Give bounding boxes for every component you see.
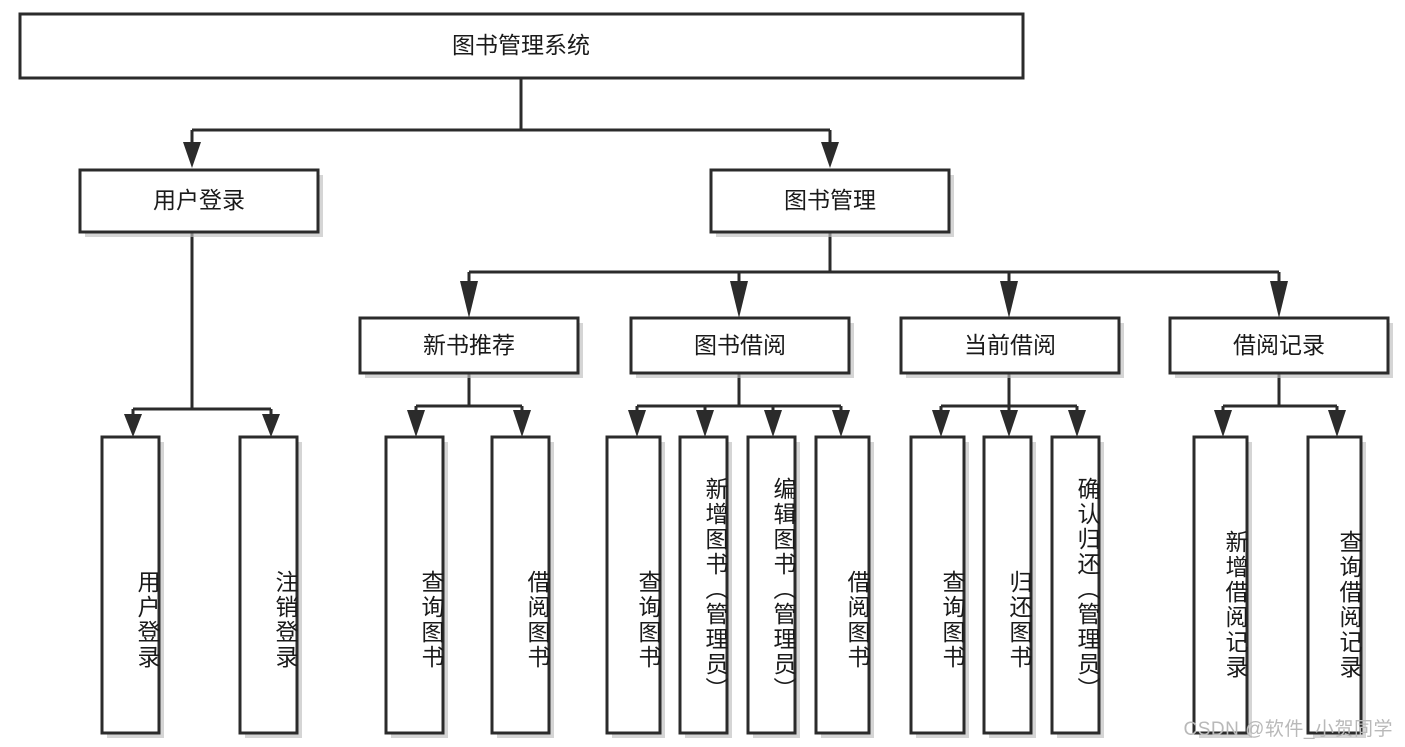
arrow-head-leaf-borrow-record-0 — [1214, 410, 1232, 437]
leaf-node-user-login-0[interactable] — [100, 435, 164, 738]
leaf-book-borrow-1-box — [678, 435, 729, 735]
connectors-current-borrow-to-leaves — [932, 373, 1086, 437]
leaf-node-current-borrow-1[interactable] — [982, 435, 1036, 738]
leaf-node-borrow-record-0[interactable] — [1192, 435, 1252, 738]
current-borrow-label: 当前借阅 — [964, 332, 1056, 358]
leaf-user-login-0-box — [100, 435, 161, 735]
user-login-label: 用户登录 — [153, 187, 245, 213]
leaf-node-current-borrow-2[interactable] — [1050, 435, 1104, 738]
arrow-head-leaf-new-book-0 — [407, 410, 425, 437]
connectors-book-manage-to-level3 — [460, 232, 1288, 318]
arrow-head-leaf-book-borrow-2 — [764, 410, 782, 437]
node-book-borrow[interactable]: 图书借阅 — [629, 316, 854, 378]
arrow-head-leaf-current-borrow-0 — [932, 410, 950, 437]
leaf-node-user-login-1[interactable] — [238, 435, 302, 738]
arrow-head-book-borrow — [730, 281, 748, 318]
arrow-head-leaf-book-borrow-0 — [628, 410, 646, 437]
leaf-current-borrow-2-box — [1050, 435, 1101, 735]
user-login-box — [78, 168, 320, 234]
arrow-head-book-manage — [821, 142, 839, 168]
arrow-head-leaf-book-borrow-3 — [832, 410, 850, 437]
leaf-borrow-record-0-box — [1192, 435, 1249, 735]
leaf-node-book-borrow-3[interactable] — [814, 435, 874, 738]
arrow-head-leaf-user-login-0 — [124, 414, 142, 437]
borrow-record-box — [1168, 316, 1390, 375]
leaf-node-book-borrow-0[interactable] — [605, 435, 665, 738]
current-borrow-box — [899, 316, 1121, 375]
arrow-head-leaf-book-borrow-1 — [696, 410, 714, 437]
leaf-current-borrow-1-box — [982, 435, 1033, 735]
root-label: 图书管理系统 — [452, 32, 590, 58]
arrow-head-borrow-record — [1270, 281, 1288, 318]
leaf-user-login-1-box — [238, 435, 299, 735]
arrow-head-leaf-borrow-record-1 — [1328, 410, 1346, 437]
connectors-user-login-to-leaves — [124, 232, 280, 437]
connectors-root-to-level2 — [183, 78, 839, 168]
new-book-recommend-label: 新书推荐 — [423, 332, 515, 358]
node-current-borrow[interactable]: 当前借阅 — [899, 316, 1124, 378]
leaf-new-book-0-box — [384, 435, 445, 735]
connectors-borrow-record-to-leaves — [1214, 373, 1346, 437]
book-management-box — [709, 168, 951, 234]
leaf-node-book-borrow-2[interactable] — [746, 435, 800, 738]
node-root-book-management-system[interactable]: 图书管理系统 — [18, 12, 1025, 80]
root-box — [18, 12, 1025, 80]
leaf-new-book-1-box — [490, 435, 551, 735]
book-management-label: 图书管理 — [784, 187, 876, 213]
node-user-login[interactable]: 用户登录 — [78, 168, 323, 237]
leaf-book-borrow-0-box — [605, 435, 662, 735]
book-borrow-box — [629, 316, 851, 375]
leaf-node-new-book-recommend-1[interactable] — [490, 435, 554, 738]
connectors-new-book-recommend-to-leaves — [407, 373, 531, 437]
node-borrow-record[interactable]: 借阅记录 — [1168, 316, 1393, 378]
new-book-recommend-box — [358, 316, 580, 375]
book-borrow-label: 图书借阅 — [694, 332, 786, 358]
connectors-book-borrow-to-leaves — [628, 373, 850, 437]
leaf-book-borrow-3-box — [814, 435, 871, 735]
leaf-node-borrow-record-1[interactable] — [1306, 435, 1366, 738]
arrow-head-leaf-user-login-1 — [262, 414, 280, 437]
arrow-head-leaf-current-borrow-2 — [1068, 410, 1086, 437]
node-book-management[interactable]: 图书管理 — [709, 168, 954, 237]
arrow-head-leaf-current-borrow-1 — [1000, 410, 1018, 437]
leaf-current-borrow-0-box — [909, 435, 966, 735]
leaf-node-new-book-recommend-0[interactable] — [384, 435, 448, 738]
borrow-record-label: 借阅记录 — [1233, 332, 1325, 358]
arrow-head-current-borrow — [1000, 281, 1018, 318]
leaf-node-current-borrow-0[interactable] — [909, 435, 969, 738]
leaf-node-book-borrow-1[interactable] — [678, 435, 732, 738]
leaf-borrow-record-1-box — [1306, 435, 1363, 735]
arrow-head-user-login — [183, 142, 201, 168]
leaf-book-borrow-2-box — [746, 435, 797, 735]
arrow-head-new-book-recommend — [460, 281, 478, 318]
arrow-head-leaf-new-book-1 — [513, 410, 531, 437]
node-new-book-recommend[interactable]: 新书推荐 — [358, 316, 583, 378]
